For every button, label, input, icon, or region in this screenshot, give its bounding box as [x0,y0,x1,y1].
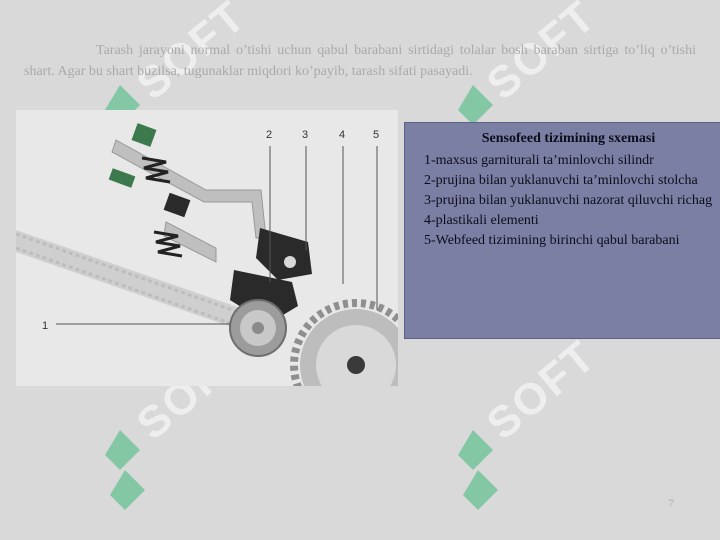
legend-title: Sensofeed tizimining sxemasi [481,131,656,146]
legend-box: Sensofeed tizimining sxemasi 1-maxsus ga… [404,122,720,339]
part-number-1: 1 [42,320,48,332]
part-number-2: 2 [266,129,272,141]
intro-paragraph: Tarash jarayoni normal o’tishi uchun qab… [24,43,696,79]
legend-item: 3-prujina bilan yuklanuvchi nazorat qilu… [424,193,713,208]
sf-logo-icon [105,430,145,510]
sensofeed-diagram: 2 3 4 5 1 [16,110,398,386]
page-number: 7 [668,496,674,510]
part-number-5: 5 [373,129,379,141]
part-number-3: 3 [302,129,308,141]
legend-item: 1-maxsus garniturali ta’minlovchi silind… [424,153,654,168]
part-number-4: 4 [339,129,345,141]
legend-item: 2-prujina bilan yuklanuvchi ta’minlovchi… [424,173,698,188]
sf-logo-icon [458,430,498,510]
legend-item: 4-plastikali elementi [424,213,539,228]
legend-item: 5-Webfeed tizimining birinchi qabul bara… [424,233,680,248]
